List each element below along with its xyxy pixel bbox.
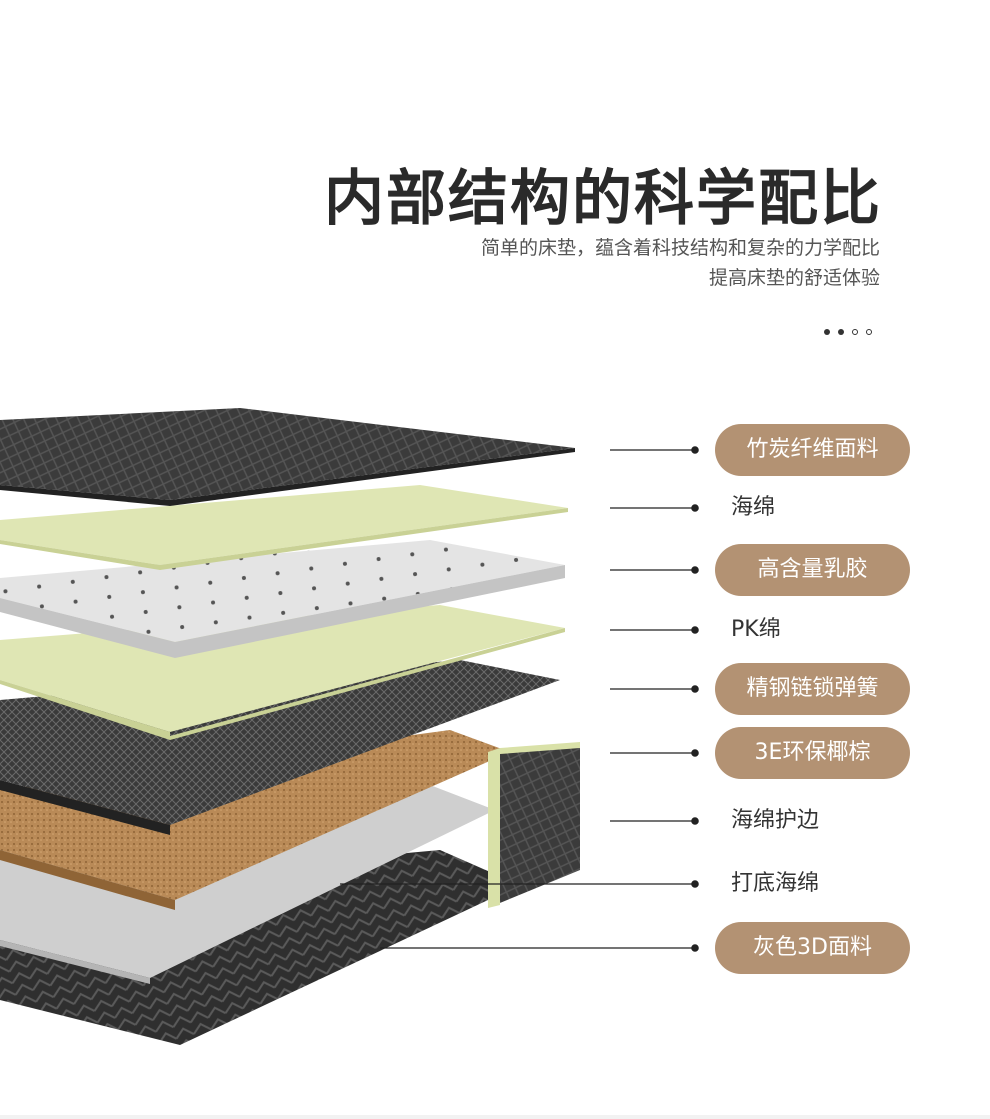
subtitle: 简单的床垫，蕴含着科技结构和复杂的力学配比 提高床垫的舒适体验 <box>481 233 880 293</box>
carousel-dot[interactable] <box>824 329 830 335</box>
layer-label-edge-foam: 海绵护边 <box>731 808 820 833</box>
layer-label-pk-foam: PK绵 <box>731 617 781 642</box>
layer-label-bamboo-fabric: 竹炭纤维面料 <box>715 424 910 476</box>
layer-label-latex: 高含量乳胶 <box>715 544 910 596</box>
carousel-dot[interactable] <box>866 329 872 335</box>
carousel-dot[interactable] <box>838 329 844 335</box>
subtitle-line-2: 提高床垫的舒适体验 <box>708 267 880 289</box>
mattress-layers-illustration <box>0 408 580 1045</box>
layer-label-base-foam: 打底海绵 <box>731 871 820 896</box>
carousel-dots <box>824 329 872 335</box>
page-title: 内部结构的科学配比 <box>324 164 882 234</box>
layer-label-steel-spring: 精钢链锁弹簧 <box>715 663 910 715</box>
layer-label-3d-fabric: 灰色3D面料 <box>715 922 910 974</box>
carousel-dot[interactable] <box>852 329 858 335</box>
subtitle-line-1: 简单的床垫，蕴含着科技结构和复杂的力学配比 <box>480 237 880 259</box>
layer-label-coir: 3E环保椰棕 <box>715 727 910 779</box>
layer-label-foam: 海绵 <box>731 495 776 520</box>
bottom-divider <box>0 1115 990 1119</box>
